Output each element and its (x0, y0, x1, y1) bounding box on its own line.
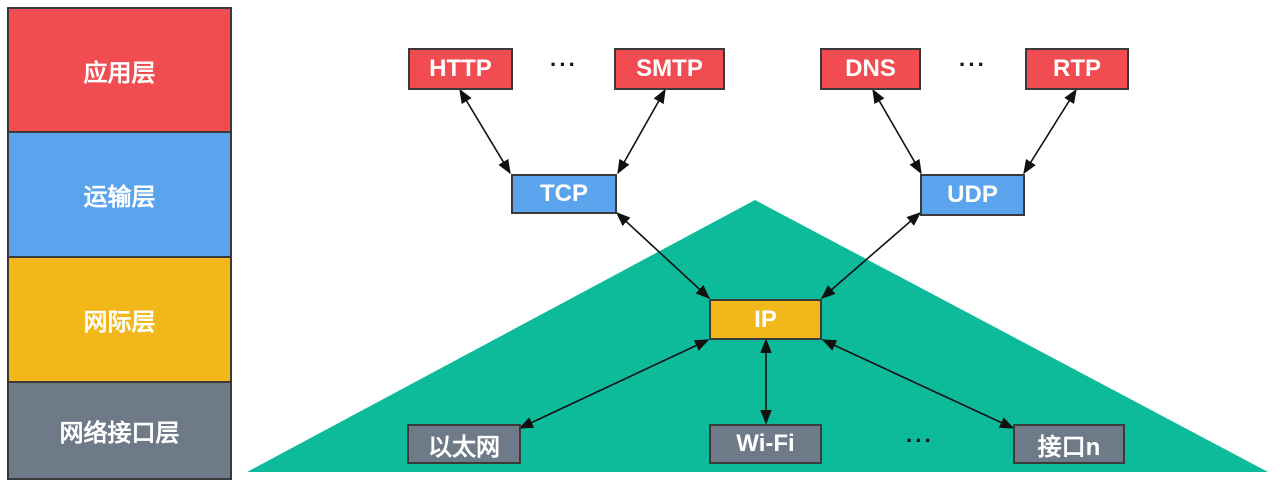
layer-internet: 网际层 (7, 256, 232, 383)
arrow-http-tcp (459, 88, 511, 175)
protocol-smtp-label: SMTP (636, 55, 703, 82)
arrow-tcp-ip (615, 212, 711, 299)
arrow-dns-udp (872, 88, 922, 175)
protocol-http: HTTP (408, 48, 513, 90)
protocol-http-label: HTTP (429, 55, 492, 82)
interface-n: 接口n (1013, 424, 1125, 464)
arrow-rtp-udp (1023, 88, 1077, 175)
arrow-ip-interface-n (821, 339, 1015, 429)
protocol-dns-label: DNS (845, 55, 896, 82)
protocol-rtp-label: RTP (1053, 55, 1101, 82)
protocol-tcp-label: TCP (540, 180, 588, 207)
protocol-dns: DNS (820, 48, 921, 90)
interface-n-label: 接口n (1037, 433, 1101, 461)
layer-transport: 运输层 (7, 131, 232, 258)
protocol-ip: IP (709, 299, 822, 340)
interface-wifi: Wi-Fi (709, 424, 822, 464)
layer-application-label: 应用层 (83, 58, 156, 87)
interface-ethernet: 以太网 (407, 424, 521, 464)
interface-wifi-label: Wi-Fi (736, 430, 795, 457)
link-ellipsis: ··· (906, 428, 934, 453)
arrow-ip-ethernet (518, 339, 710, 429)
app-ellipsis-right: ··· (959, 52, 987, 77)
protocol-udp-label: UDP (947, 181, 998, 208)
protocol-udp: UDP (920, 174, 1025, 216)
layer-application: 应用层 (7, 7, 232, 133)
layer-transport-label: 运输层 (83, 183, 156, 211)
layer-network-interface: 网络接口层 (7, 381, 232, 480)
layer-network-interface-label: 网络接口层 (59, 419, 180, 447)
protocol-ip-label: IP (754, 305, 777, 333)
layer-internet-label: 网际层 (83, 308, 156, 336)
app-ellipsis-left: ··· (550, 52, 578, 77)
protocol-rtp: RTP (1025, 48, 1129, 90)
protocol-smtp: SMTP (614, 48, 725, 90)
protocol-tcp: TCP (511, 174, 617, 214)
interface-ethernet-label: 以太网 (428, 433, 500, 461)
arrow-udp-ip (820, 212, 922, 299)
arrow-smtp-tcp (617, 88, 666, 175)
